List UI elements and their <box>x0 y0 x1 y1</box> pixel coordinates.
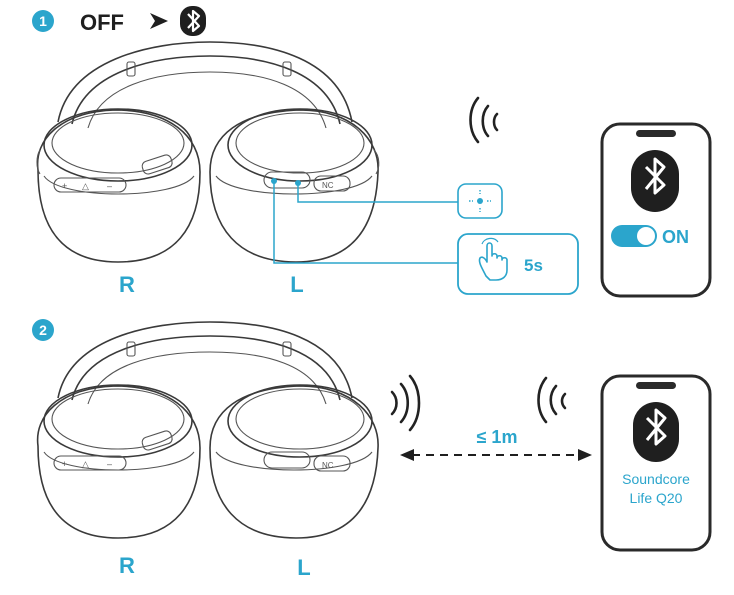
distance-arrow <box>400 449 592 461</box>
step2-right-label: R <box>119 553 135 578</box>
distance-label: ≤ 1m <box>477 427 518 447</box>
button-callout-lines <box>271 178 458 264</box>
led-blink-icon <box>477 198 483 204</box>
svg-text:△: △ <box>82 181 89 191</box>
step2-number: 2 <box>39 322 47 338</box>
left-earcup: NC <box>209 108 380 263</box>
step2-right-earcup: + △ – <box>36 384 201 539</box>
svg-text:+: + <box>62 459 67 469</box>
step2-left-earcup: NC <box>209 384 379 539</box>
step2-number-badge <box>32 319 54 341</box>
step2-phone-bluetooth-icon <box>633 402 679 462</box>
step1-headphones: + △ – NC <box>36 41 380 263</box>
step1-left-label: L <box>290 272 303 297</box>
svg-text:NC: NC <box>322 461 334 470</box>
step2-phone: Soundcore Life Q20 <box>600 374 712 552</box>
arrow-right-icon <box>150 13 168 29</box>
step1-signal-waves-icon <box>469 96 499 144</box>
step1-number-badge <box>32 10 54 32</box>
step1-phone: ON <box>600 122 712 298</box>
step2-left-label: L <box>297 555 310 580</box>
toggle-on-label: ON <box>662 227 689 247</box>
step1-right-label: R <box>119 272 135 297</box>
svg-text:+: + <box>62 181 67 191</box>
device-name-line1[interactable]: Soundcore <box>622 471 690 487</box>
svg-text:–: – <box>107 181 112 191</box>
bluetooth-icon <box>180 6 206 36</box>
phone-signal-waves-icon <box>537 376 567 424</box>
step2-header: 2 <box>32 319 54 341</box>
svg-text:NC: NC <box>322 181 334 190</box>
led-indicator-callout <box>457 183 503 219</box>
step1-off-label: OFF <box>80 10 124 35</box>
bluetooth-toggle[interactable] <box>611 225 657 247</box>
svg-text:–: – <box>107 459 112 469</box>
device-name-line2[interactable]: Life Q20 <box>630 490 683 506</box>
step2-headphones: + △ – NC <box>36 321 379 539</box>
press-and-hold-callout: 5s <box>457 233 579 295</box>
right-earcup: + △ – <box>36 108 201 263</box>
phone-bluetooth-icon <box>631 150 679 212</box>
step1-header: 1 OFF <box>32 6 206 36</box>
finger-press-icon <box>478 237 508 281</box>
svg-text:△: △ <box>82 459 89 469</box>
step1-number: 1 <box>39 13 47 29</box>
headphone-signal-waves-icon <box>390 374 421 432</box>
press-duration: 5s <box>524 256 543 275</box>
